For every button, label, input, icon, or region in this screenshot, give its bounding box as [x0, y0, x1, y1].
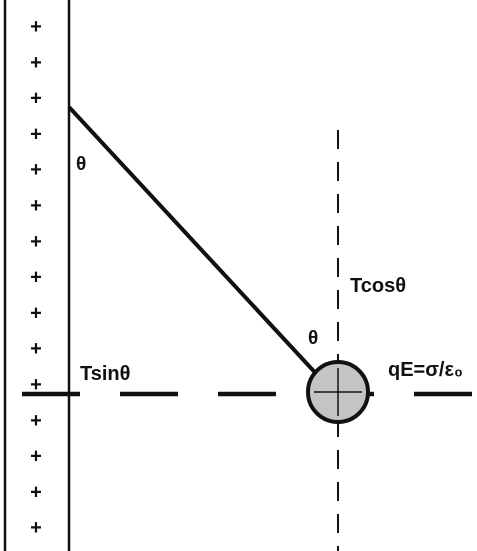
plate-charges: + + + + + + + + + + + + + + + — [30, 16, 42, 539]
pendulum-string — [67, 105, 324, 382]
plus-charge: + — [30, 88, 42, 110]
plus-charge: + — [30, 446, 42, 468]
plus-charge: + — [30, 195, 42, 217]
plus-charge: + — [30, 302, 42, 324]
plus-charge: + — [30, 231, 42, 253]
plus-charge: + — [30, 481, 42, 503]
plus-charge: + — [30, 517, 42, 539]
angle-label-top: θ — [76, 154, 86, 175]
plus-charge: + — [30, 16, 42, 38]
plus-charge: + — [30, 410, 42, 432]
plus-charge: + — [30, 123, 42, 145]
electric-force-label: qE=σ/ε₀ — [388, 359, 463, 381]
plus-charge: + — [30, 374, 42, 396]
tension-horizontal-label: Tsinθ — [80, 363, 130, 385]
plus-charge: + — [30, 338, 42, 360]
plus-charge: + — [30, 159, 42, 181]
tension-vertical-label: Tcosθ — [350, 275, 406, 297]
plus-charge: + — [30, 52, 42, 74]
plus-charge: + — [30, 267, 42, 289]
angle-label-bottom: θ — [308, 328, 318, 349]
